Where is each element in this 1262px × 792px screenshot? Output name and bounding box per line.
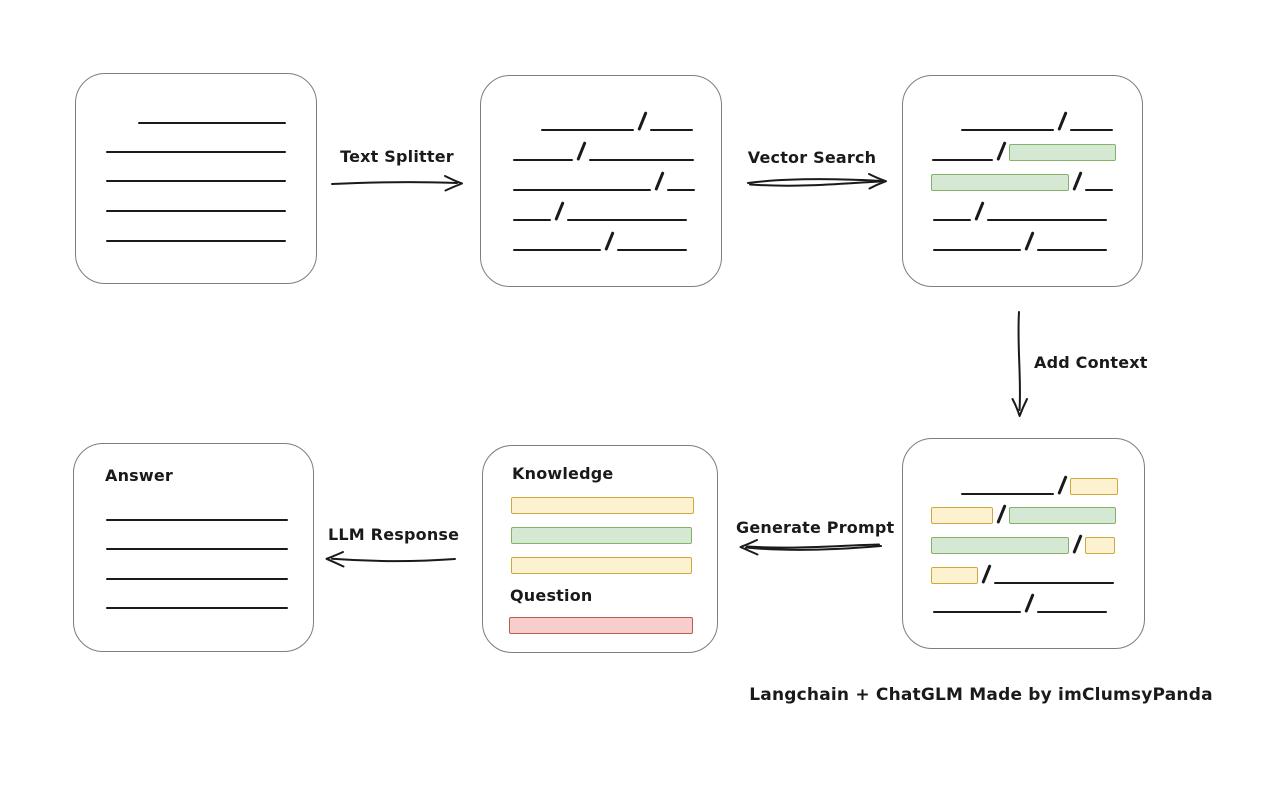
slash-separator (978, 564, 994, 584)
vector-search-label: Vector Search (747, 148, 877, 167)
slash-separator (993, 504, 1009, 524)
line-segment (650, 129, 693, 131)
context-box (902, 438, 1145, 649)
line-segment (541, 129, 634, 131)
yellow-segment (1070, 478, 1118, 495)
line-segment (106, 519, 288, 521)
line-segment (933, 219, 971, 221)
vector-search-result-box (902, 75, 1143, 287)
line-segment (667, 189, 695, 191)
green-segment (511, 527, 692, 544)
slash-separator (651, 171, 667, 191)
line-segment (567, 219, 687, 221)
line-segment (513, 219, 551, 221)
slash-separator (971, 201, 987, 221)
line-segment (106, 180, 286, 182)
red-segment (509, 617, 693, 634)
yellow-segment (1085, 537, 1115, 554)
slash-separator (1054, 111, 1070, 131)
green-segment (1009, 144, 1116, 161)
slash-separator (1069, 534, 1085, 554)
green-segment (931, 537, 1069, 554)
add-context-label: Add Context (1034, 353, 1148, 372)
line-segment (961, 493, 1054, 495)
generate-prompt-arrow (739, 539, 882, 556)
line-segment (513, 189, 651, 191)
slash-separator (1054, 475, 1070, 495)
slash-separator (551, 201, 567, 221)
line-segment (1085, 189, 1113, 191)
slash-separator (1021, 231, 1037, 251)
line-segment (1037, 611, 1107, 613)
add-context-arrow (1011, 311, 1028, 417)
slash-separator (1069, 171, 1085, 191)
generate-prompt-label: Generate Prompt (736, 518, 895, 537)
line-segment (987, 219, 1107, 221)
llm-response-label: LLM Response (328, 525, 460, 544)
yellow-segment (511, 497, 694, 514)
line-segment (933, 249, 1021, 251)
knowledge-label: Knowledge (512, 464, 614, 483)
line-segment (932, 159, 993, 161)
slash-separator (573, 141, 589, 161)
line-segment (106, 240, 286, 242)
line-segment (106, 210, 286, 212)
line-segment (106, 151, 286, 153)
text-splitter-arrow (331, 175, 463, 192)
slash-separator (1021, 593, 1037, 613)
yellow-segment (931, 507, 993, 524)
slash-separator (993, 141, 1009, 161)
llm-response-arrow (325, 551, 456, 568)
green-segment (1009, 507, 1116, 524)
slash-separator (601, 231, 617, 251)
document-box (75, 73, 317, 284)
line-segment (138, 122, 286, 124)
question-label: Question (510, 586, 593, 605)
yellow-segment (511, 557, 692, 574)
text-splitter-label: Text Splitter (340, 147, 454, 166)
line-segment (1037, 249, 1107, 251)
text-chunks-box (480, 75, 722, 287)
line-segment (589, 159, 694, 161)
answer-label: Answer (105, 466, 174, 485)
line-segment (513, 249, 601, 251)
line-segment (961, 129, 1054, 131)
vector-search-arrow (747, 173, 887, 190)
line-segment (106, 578, 288, 580)
line-segment (994, 582, 1114, 584)
line-segment (106, 607, 288, 609)
line-segment (617, 249, 687, 251)
yellow-segment (931, 567, 978, 584)
line-segment (1070, 129, 1113, 131)
caption: Langchain + ChatGLM Made by imClumsyPand… (749, 685, 1213, 705)
green-segment (931, 174, 1069, 191)
prompt-box: Knowledge Question (482, 445, 718, 653)
slash-separator (634, 111, 650, 131)
line-segment (933, 611, 1021, 613)
line-segment (513, 159, 573, 161)
answer-box: Answer (73, 443, 314, 652)
line-segment (106, 548, 288, 550)
